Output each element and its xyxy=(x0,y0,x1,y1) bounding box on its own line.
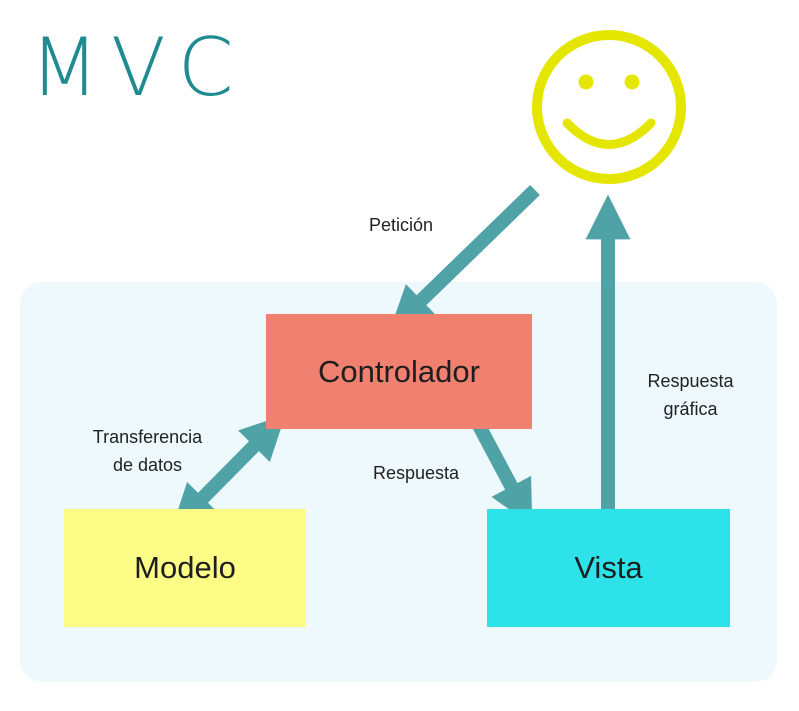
graphic-response-label: Respuesta gráfica xyxy=(638,367,743,423)
data-transfer-arrow xyxy=(171,414,286,530)
request-label: Petición xyxy=(369,215,434,235)
request-arrow xyxy=(389,184,540,332)
response-label: Respuesta xyxy=(373,463,460,483)
smiley-face-icon xyxy=(532,30,686,184)
graphic-response-label-line-2: gráfica xyxy=(663,399,718,419)
model-box: Modelo xyxy=(64,509,306,627)
page-title: MVC xyxy=(30,21,246,114)
view-box: Vista xyxy=(487,509,730,627)
data-transfer-label-line-1: Transferencia xyxy=(92,427,203,447)
controller-box: Controlador xyxy=(266,314,532,429)
view-label: Vista xyxy=(574,550,643,585)
model-label: Modelo xyxy=(134,550,236,585)
graphic-response-label-line-1: Respuesta xyxy=(647,371,734,391)
response-arrow xyxy=(469,416,533,526)
controller-label: Controlador xyxy=(318,353,480,389)
data-transfer-label-line-2: de datos xyxy=(112,455,183,475)
data-transfer-label: Transferencia de datos xyxy=(80,423,215,479)
